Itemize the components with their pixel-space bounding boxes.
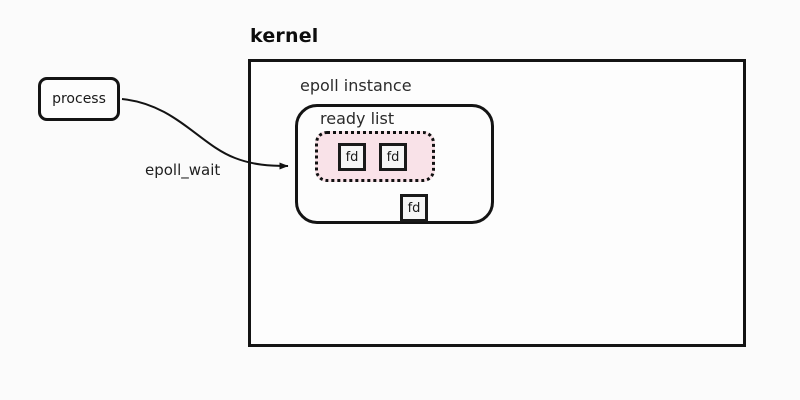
fd-node: fd <box>338 143 366 171</box>
kernel-title-label: kernel <box>250 25 319 47</box>
ready-list-box <box>295 104 494 224</box>
ready-fd-group <box>315 131 435 182</box>
fd-node: fd <box>379 143 407 171</box>
epoll-instance-label: epoll instance <box>300 76 412 95</box>
kernel-boundary-box <box>248 59 746 347</box>
process-node: process <box>38 77 120 121</box>
fd-node: fd <box>400 194 428 222</box>
process-node-label: process <box>52 91 106 107</box>
ready-list-label: ready list <box>318 109 397 128</box>
epoll-wait-edge-label: epoll_wait <box>145 161 221 179</box>
